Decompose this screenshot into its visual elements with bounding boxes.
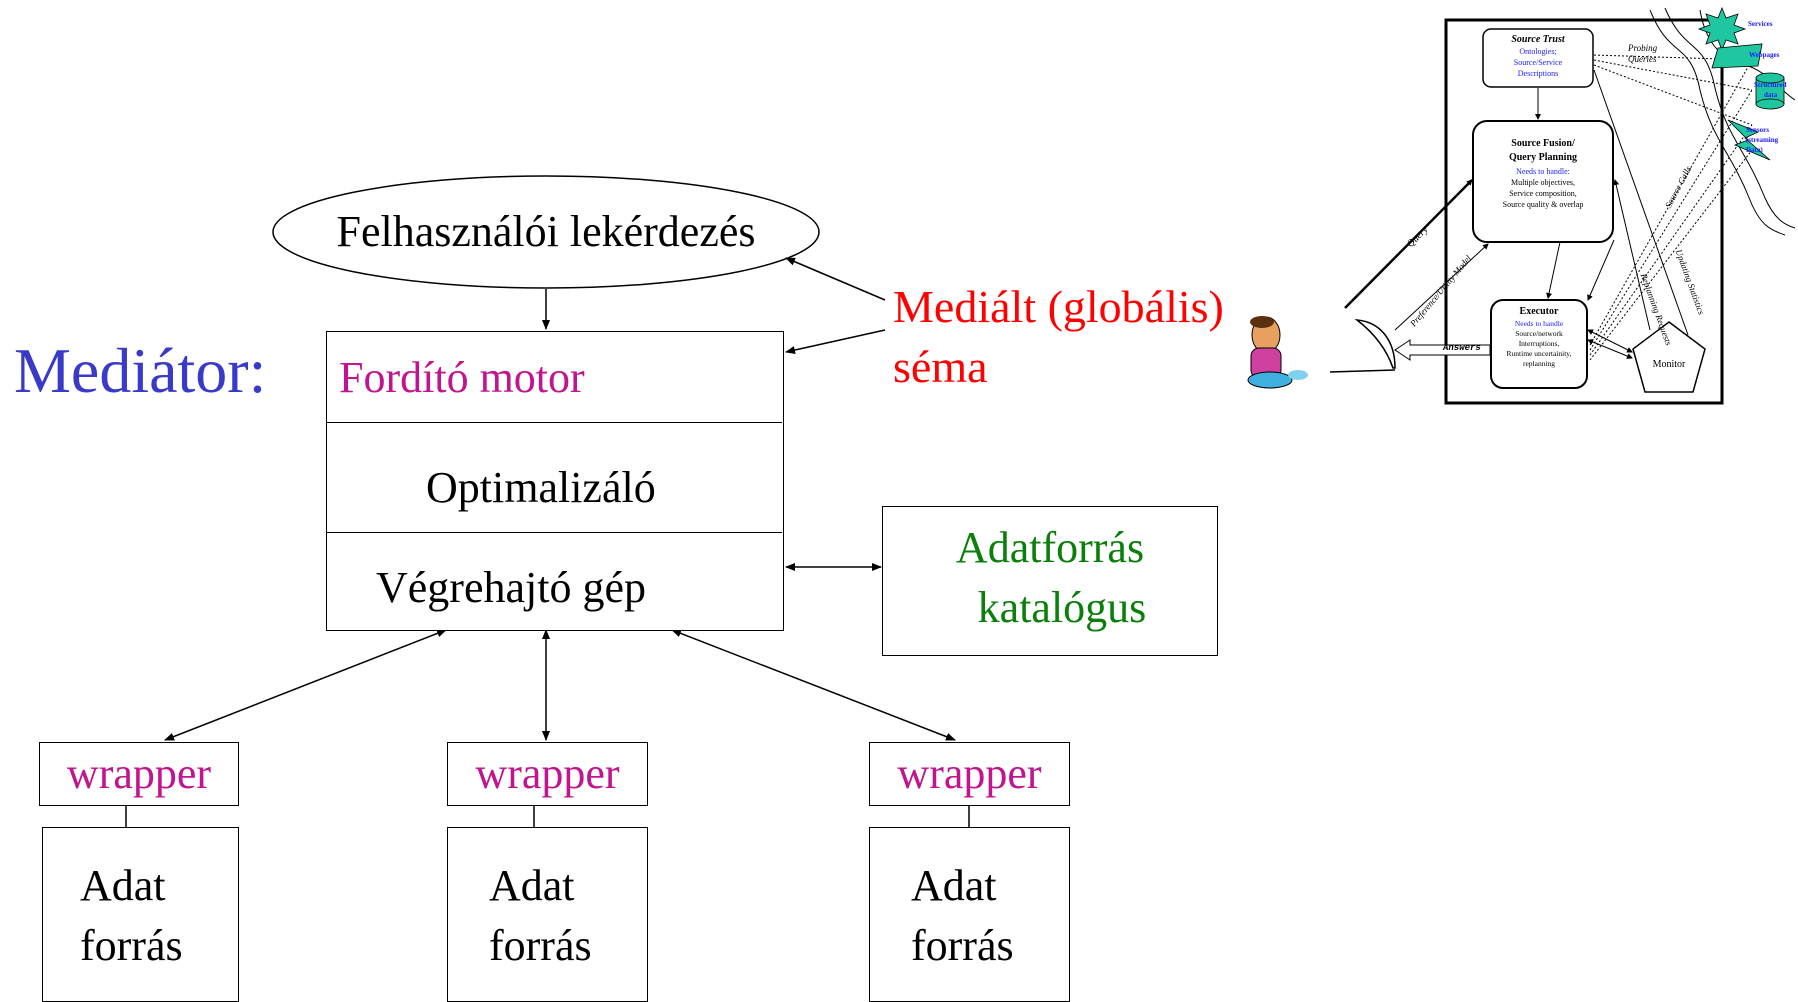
mini-trust-body-1: Ontologies; (1519, 47, 1557, 56)
mini-sensors-label-3: Data) (1746, 146, 1763, 154)
executor-label: Végrehajtó gép (376, 563, 646, 612)
mini-answers-arrow (1394, 339, 1491, 361)
data-source-3-line2: forrás (911, 921, 1014, 970)
mini-structured-data-icon (1755, 72, 1785, 110)
mini-structured-label-1: Structured (1754, 81, 1787, 89)
mini-monitor-to-trust (1593, 69, 1689, 336)
translator-label: Fordító motor (339, 353, 585, 402)
mini-probing-1: Probing (1628, 43, 1658, 53)
mediator-stack (326, 331, 784, 631)
mini-probing-2: Queries (1628, 54, 1657, 64)
mini-fusion-title-1: Source Fusion/ (1511, 138, 1575, 149)
mini-executor-body-3: Interruptions, (1518, 339, 1560, 348)
schema-to-mediator-arrow (785, 329, 886, 354)
mini-dish-base (1329, 369, 1396, 373)
mini-source-fusion-box (1472, 120, 1614, 243)
mini-fusion-title-2: Query Planning (1508, 152, 1578, 163)
mini-trust-title: Source Trust (1511, 34, 1565, 45)
catalog-label-line1: Adatforrás (955, 523, 1145, 572)
wrapper-box-2 (447, 742, 648, 806)
mini-executor-body-2: Source/network (1515, 329, 1563, 338)
mini-fusion-body-3: Service composition, (1509, 189, 1577, 198)
mini-executor-box (1490, 299, 1588, 389)
mini-executor-monitor-2 (1587, 339, 1633, 359)
executor-wrapper1-arrow (164, 629, 447, 741)
data-source-2-line1: Adat (489, 861, 575, 910)
mini-monitor-pentagon (1632, 321, 1706, 393)
mini-fusion-to-executor (1546, 241, 1561, 299)
mediated-schema-line1: Mediált (globális) (893, 281, 1224, 332)
mini-preference-arrow (1394, 243, 1489, 331)
optimizer-section (327, 422, 782, 533)
mini-fusion-body-4: Source quality & overlap (1502, 200, 1584, 209)
wrapper-label-2: wrapper (475, 749, 620, 798)
mini-sensors-icon (1727, 119, 1771, 161)
data-source-box-3 (869, 827, 1070, 1002)
wrapper-label-1: wrapper (66, 749, 212, 798)
wrapper-label-3: wrapper (897, 749, 1042, 798)
mini-fusion-body-2: Multiple objectives, (1511, 178, 1575, 187)
mini-user-figure-icon (1247, 316, 1308, 389)
mini-services-label: Services (1748, 20, 1773, 28)
data-source-2-line2: forrás (489, 921, 592, 970)
user-query-ellipse (272, 175, 820, 289)
mini-webpages-icon (1711, 43, 1763, 69)
data-source-box-1 (42, 827, 239, 1002)
mini-fusion-to-executor-2 (1587, 239, 1615, 301)
mini-sensors-label-1: Sensors (1746, 126, 1769, 134)
mini-query-arrow (1344, 179, 1473, 309)
mini-dish-icon (1354, 319, 1396, 369)
mini-source-trust-box (1482, 28, 1594, 88)
mini-answers-label: Answers (1443, 343, 1481, 353)
translator-section (327, 332, 782, 423)
mini-monitor-to-fusion (1613, 179, 1651, 331)
data-source-1-line1: Adat (80, 861, 166, 910)
mini-sensors-label-2: (streaming (1746, 136, 1779, 144)
source-catalog-box (882, 506, 1218, 656)
data-source-1-line2: forrás (80, 921, 183, 970)
mediated-schema-line2: séma (893, 341, 988, 392)
optimizer-label: Optimalizáló (426, 463, 656, 512)
executor-wrapper3-arrow (671, 629, 956, 741)
mini-fusion-body-1: Needs to handle: (1516, 167, 1570, 176)
mini-monitor-label: Monitor (1652, 359, 1686, 370)
mini-executor-body-5: replanning (1522, 359, 1556, 368)
wrapper-box-1 (39, 742, 239, 806)
mini-webpages-label: Webpages (1749, 51, 1780, 59)
mini-trust-body-2: Source/Service (1513, 58, 1563, 67)
mini-executor-body-4: Runtime uncertainity, (1506, 349, 1572, 358)
data-source-box-2 (447, 827, 648, 1002)
data-source-3-line1: Adat (911, 861, 997, 910)
mini-source-call-lines (1589, 54, 1753, 361)
mini-executor-body-1: Needs to handle (1514, 319, 1564, 328)
mini-executor-title: Executor (1519, 306, 1559, 317)
mini-trust-body-3: Descriptions (1517, 69, 1559, 78)
mini-structured-label-2: data (1764, 91, 1778, 99)
catalog-label-line2: katalógus (977, 583, 1147, 632)
schema-to-query-arrow (785, 257, 886, 301)
mini-services-icon (1697, 6, 1747, 52)
user-query-label: Felhasználói lekérdezés (336, 207, 756, 256)
mediator-label: Mediátor: (14, 335, 267, 406)
wrapper-box-3 (869, 742, 1070, 806)
mini-outer-frame (1444, 18, 1724, 405)
